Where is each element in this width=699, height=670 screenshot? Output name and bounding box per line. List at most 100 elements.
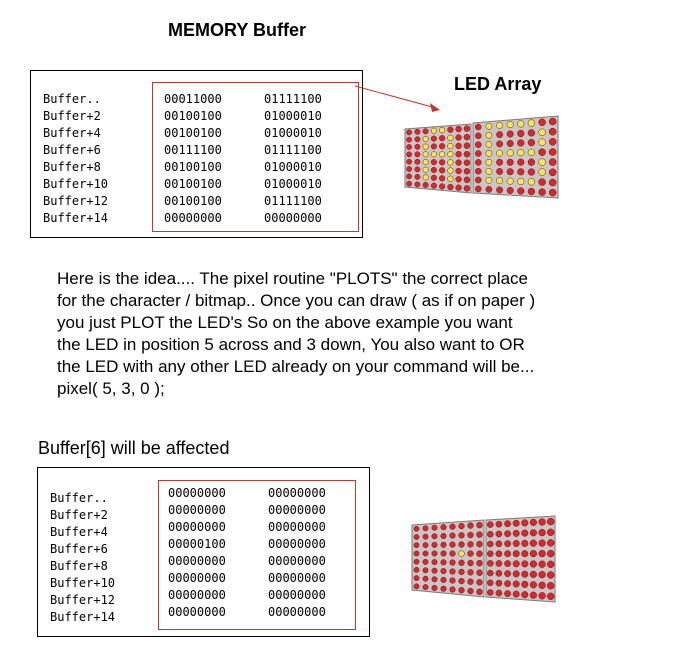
byte-value: 00000000 [168, 605, 226, 619]
buffer-label: Buffer+14 [50, 610, 116, 624]
led-off [538, 539, 546, 547]
led-off [476, 531, 483, 538]
led-off [463, 168, 471, 175]
led-off [504, 550, 512, 558]
led-off [548, 158, 557, 166]
led-off [463, 142, 471, 149]
led-on [422, 143, 429, 150]
led-off [449, 586, 456, 593]
led-off [422, 584, 429, 591]
led-off [529, 539, 537, 547]
led-off [529, 591, 537, 599]
led-on [447, 167, 454, 174]
led-off [406, 173, 412, 180]
buffer-label: Buffer+10 [50, 576, 116, 590]
led-on [538, 138, 546, 146]
led-on [422, 159, 429, 165]
led-off [430, 166, 437, 174]
led-off [487, 521, 494, 528]
led-on [485, 122, 493, 130]
led-off [495, 589, 503, 597]
led-on [485, 149, 493, 157]
led-off [422, 533, 429, 540]
led-off [440, 576, 447, 583]
led-off [485, 186, 493, 193]
led-off [538, 571, 546, 579]
led-off [527, 158, 536, 166]
buffer-label: Buffer.. [50, 491, 108, 505]
led-off [455, 184, 462, 191]
led-off [529, 581, 537, 589]
led-off [538, 592, 546, 600]
led-off [517, 158, 525, 166]
led-on [538, 158, 546, 166]
led-off [463, 150, 471, 158]
led-off [546, 571, 555, 579]
byte-value: 00000000 [168, 571, 226, 585]
led-off [467, 522, 474, 529]
led-on [496, 121, 504, 129]
led-off [455, 167, 462, 175]
led-off [422, 567, 429, 574]
led-off [529, 560, 537, 568]
led-off [512, 540, 520, 547]
led-off [430, 182, 437, 189]
led-off [496, 140, 504, 148]
led-off [504, 560, 512, 568]
byte-value: 00100100 [164, 194, 222, 208]
led-off [413, 542, 420, 549]
led-on [485, 131, 493, 139]
byte-value: 00000000 [268, 554, 326, 568]
led-off [517, 187, 525, 195]
led-off [458, 568, 465, 576]
led-off [414, 158, 421, 165]
led-on [447, 175, 454, 182]
led-off [527, 129, 536, 137]
led-off [440, 541, 447, 548]
led-off [548, 127, 557, 136]
led-on [439, 127, 446, 134]
led-off [414, 151, 421, 158]
led-off [495, 520, 503, 528]
led-off [504, 570, 512, 578]
led-off [439, 183, 446, 190]
led-off [548, 168, 557, 177]
led-off [440, 559, 447, 566]
led-off [430, 135, 437, 142]
led-on [485, 140, 493, 148]
led-off [546, 560, 555, 569]
led-off [413, 575, 420, 581]
led-off [521, 539, 529, 547]
led-off [449, 523, 456, 530]
led-off [512, 550, 520, 558]
led-off [527, 187, 536, 196]
led-off [422, 182, 429, 188]
byte-value: 00000000 [268, 588, 326, 602]
paragraph-line: the LED in position 5 across and 3 down,… [57, 335, 525, 354]
led-off [414, 181, 421, 188]
led-on [527, 178, 536, 186]
led-off [463, 185, 471, 192]
led-off [463, 176, 471, 184]
byte-value: 01000010 [264, 160, 322, 174]
led-off [455, 151, 462, 158]
led-off [440, 568, 447, 575]
led-off [546, 581, 555, 590]
led-off [476, 569, 483, 576]
led-off [529, 550, 537, 558]
led-off [517, 129, 525, 138]
led-off [512, 580, 520, 588]
led-off [458, 532, 465, 539]
led-off [422, 542, 429, 549]
led-on [447, 134, 454, 142]
byte-value: 00011000 [164, 92, 222, 106]
led-off [422, 558, 429, 565]
byte-value: 00111100 [164, 143, 222, 157]
led-off [430, 159, 437, 166]
led-off [506, 158, 514, 166]
led-off [548, 178, 557, 187]
